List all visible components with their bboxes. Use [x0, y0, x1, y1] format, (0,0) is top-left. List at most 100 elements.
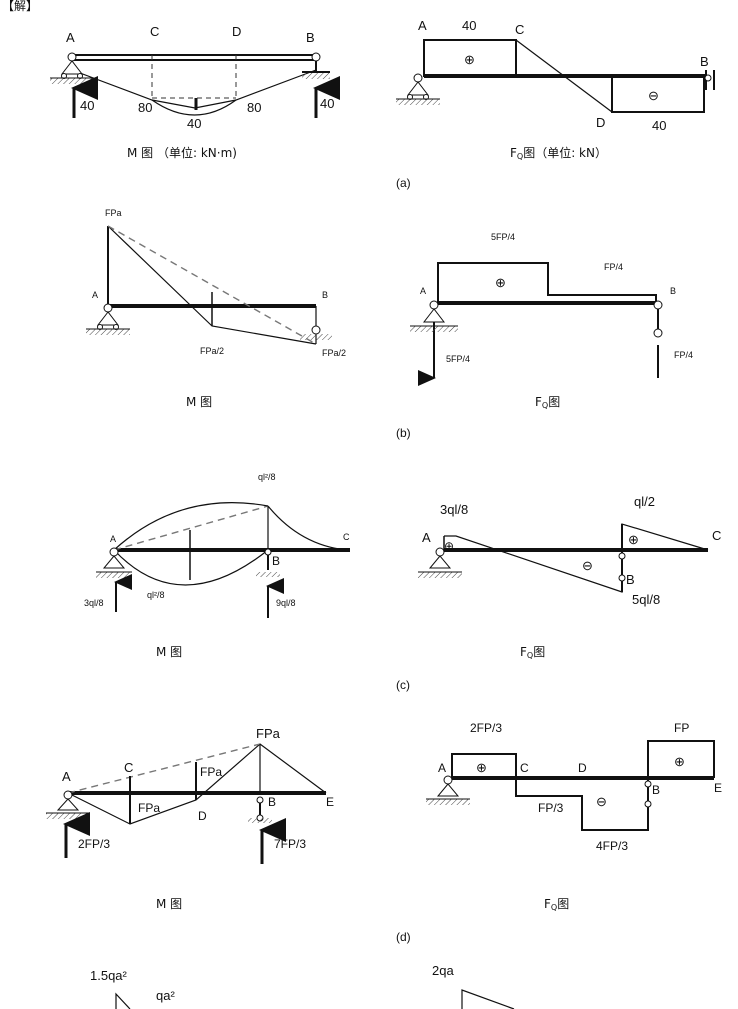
support-roller-icon: [302, 52, 330, 79]
panel-c-moment-diagram: ql²/8 A B C ql²/8 3ql/8 9ql/8 M 图: [84, 472, 350, 659]
reaction-label: FP/4: [674, 350, 693, 360]
support-roller-icon: [256, 548, 280, 577]
node-label: B: [306, 30, 315, 45]
moment-caption: M 图: [156, 645, 182, 659]
shear-caption: FQ图（单位: kN）: [510, 145, 607, 161]
node-label: A: [438, 761, 446, 775]
panel-label: (a): [396, 176, 411, 190]
node-label: D: [198, 809, 207, 823]
node-label: C: [520, 761, 529, 775]
support-pin-icon: [86, 303, 130, 335]
node-label: D: [578, 761, 587, 775]
panel-b-shear-diagram: 5FP/4 ⊕ FP/4 A B 5FP/4 FP/4 FQ图: [410, 232, 693, 410]
reaction-label: 9ql/8: [276, 598, 296, 608]
value-label: FPa/2: [200, 346, 224, 356]
support-roller-icon: [300, 325, 332, 340]
minus-sign-icon: ⊖: [596, 794, 607, 809]
support-roller-icon: [653, 300, 663, 338]
value-label: FPa/2: [322, 348, 346, 358]
plus-sign-icon: ⊕: [444, 539, 454, 553]
value-label: 40: [462, 18, 476, 33]
node-label: D: [596, 115, 605, 130]
plus-sign-icon: ⊕: [495, 275, 506, 290]
value-label: FPa: [200, 765, 222, 779]
shear-caption: FQ图: [544, 897, 569, 912]
value-label: FPa: [138, 801, 160, 815]
node-label: C: [515, 22, 524, 37]
support-pin-icon: [50, 52, 94, 84]
support-pin-icon: [426, 775, 470, 805]
node-label: C: [343, 532, 350, 542]
panel-a-shear-diagram: A C D B 40 40 ⊕ ⊖ FQ图（单位: kN）: [396, 18, 715, 161]
node-label: B: [700, 54, 709, 69]
support-roller-icon: [644, 780, 652, 808]
node-label: A: [92, 290, 98, 300]
node-label: B: [626, 572, 635, 587]
node-label: E: [714, 781, 722, 795]
node-label: C: [124, 760, 133, 775]
support-pin-icon: [96, 547, 132, 578]
value-label: 2qa: [432, 963, 454, 978]
panel-label: (b): [396, 426, 411, 440]
node-label: B: [670, 286, 676, 296]
reaction-label: 3ql/8: [84, 598, 104, 608]
panel-d-shear-diagram: 2FP/3 ⊕ A C D B E FP/3 ⊖ 4FP/3 FP ⊕ FQ图: [426, 721, 722, 912]
shear-caption: FQ图: [520, 645, 545, 660]
value-label: 5ql/8: [632, 592, 660, 607]
node-label: A: [110, 534, 116, 544]
value-label: ql²/8: [258, 472, 276, 482]
reaction-label: 2FP/3: [78, 837, 110, 851]
moment-caption: M 图: [156, 897, 182, 911]
value-label: 1.5qa²: [90, 968, 128, 983]
node-label: D: [232, 24, 241, 39]
plus-sign-icon: ⊕: [476, 760, 487, 775]
support-pin-icon: [410, 300, 458, 332]
value-label: 5FP/4: [491, 232, 515, 242]
node-label: A: [66, 30, 75, 45]
panel-a-moment-diagram: A C D B 40 80 80 40 40 M 图 （单位: kN·m): [50, 24, 340, 160]
value-label: FP: [674, 721, 689, 735]
panel-d: FPa FPa FPa A C D B E 2FP/3 7FP/3 M 图: [46, 721, 722, 944]
value-label: 40: [80, 98, 94, 113]
support-roller-icon: [704, 70, 715, 90]
node-label: A: [420, 286, 426, 296]
value-label: ql/2: [634, 494, 655, 509]
support-pin-icon: [396, 73, 440, 105]
panel-c-shear-diagram: 3ql/8 A ⊕ ⊖ ⊕ ql/2 C B 5ql/8 FQ图: [418, 494, 721, 660]
panel-b: FPa A B FPa/2 FPa/2 M 图 5FP/4: [86, 208, 693, 440]
panel-label: (d): [396, 930, 411, 944]
value-label: 2FP/3: [470, 721, 502, 735]
panel-c: ql²/8 A B C ql²/8 3ql/8 9ql/8 M 图: [84, 472, 721, 692]
panel-label: (c): [396, 678, 410, 692]
plus-sign-icon: ⊕: [674, 754, 685, 769]
value-label: qa²: [156, 988, 175, 1003]
value-label: 40: [652, 118, 666, 133]
panel-a: A C D B 40 80 80 40 40 M 图 （单位: kN·m): [50, 18, 715, 190]
shear-caption: FQ图: [535, 395, 560, 410]
value-label: FPa: [256, 726, 281, 741]
value-label: ql²/8: [147, 590, 165, 600]
value-label: 40: [320, 96, 334, 111]
plus-sign-icon: ⊕: [464, 52, 475, 67]
value-label: 4FP/3: [596, 839, 628, 853]
plus-sign-icon: ⊕: [628, 532, 639, 547]
panel-d-moment-diagram: FPa FPa FPa A C D B E 2FP/3 7FP/3 M 图: [46, 726, 334, 911]
value-label: 80: [247, 100, 261, 115]
support-pin-icon: [418, 547, 462, 578]
value-label: FPa: [105, 208, 122, 218]
node-label: B: [322, 290, 328, 300]
reaction-label: 7FP/3: [274, 837, 306, 851]
node-label: B: [268, 795, 276, 809]
node-label: C: [150, 24, 159, 39]
node-label: A: [418, 18, 427, 33]
header-label: 【解】: [2, 0, 38, 13]
node-label: C: [712, 528, 721, 543]
moment-caption: M 图: [186, 395, 212, 409]
value-label: FP/3: [538, 801, 564, 815]
support-pin-icon: [46, 790, 90, 819]
support-roller-icon: [618, 552, 626, 582]
value-label: FP/4: [604, 262, 623, 272]
minus-sign-icon: ⊖: [582, 558, 593, 573]
node-label: E: [326, 795, 334, 809]
node-label: A: [62, 769, 71, 784]
